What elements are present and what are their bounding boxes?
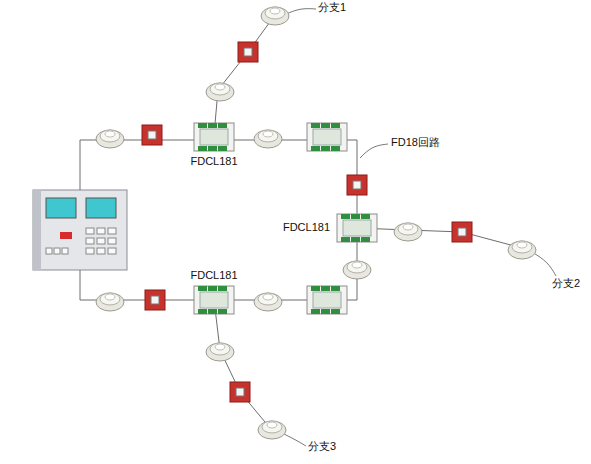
isolator-module [337,214,377,242]
loop-wire [214,15,275,135]
smoke-detector [343,261,371,279]
loop-wire [80,140,357,300]
smoke-detector [254,130,282,148]
smoke-detector [254,293,282,311]
branch-label: 分支2 [552,277,580,290]
smoke-detector [508,241,536,259]
isolator-module [307,123,347,151]
control-panel [33,190,127,270]
branch-label: FD18回路 [391,136,440,149]
smoke-detector [206,343,234,361]
isolator-module [193,285,235,315]
leader-line [360,144,388,158]
smoke-detector [258,421,286,439]
manual-call-point [347,175,367,195]
isolator-module [336,213,378,243]
isolator-module [193,122,235,152]
branch-label: 分支3 [308,440,336,453]
manual-call-point [238,42,258,62]
isolator-module [194,286,234,314]
smoke-detector [261,7,289,25]
smoke-detector [96,130,124,148]
manual-call-point [145,290,165,310]
module-label: FDCL181 [190,155,237,168]
loop-wire [214,300,270,428]
branch-label: 分支1 [318,1,346,14]
smoke-detector [96,293,124,311]
manual-call-point [230,382,250,402]
loop-wire [357,228,522,248]
manual-call-point [142,125,162,145]
isolator-module [194,123,234,151]
module-label: FDCL181 [190,269,237,282]
manual-call-point [452,222,472,242]
isolator-node: FDCL181 [283,213,378,243]
module-label: FDCL181 [283,221,330,234]
leader-line [532,252,556,276]
isolator-module [307,286,347,314]
smoke-detector [394,223,422,241]
isolator-node: FDCL181 [190,122,237,168]
isolator-node: FDCL181 [190,269,237,315]
smoke-detector [206,83,234,101]
